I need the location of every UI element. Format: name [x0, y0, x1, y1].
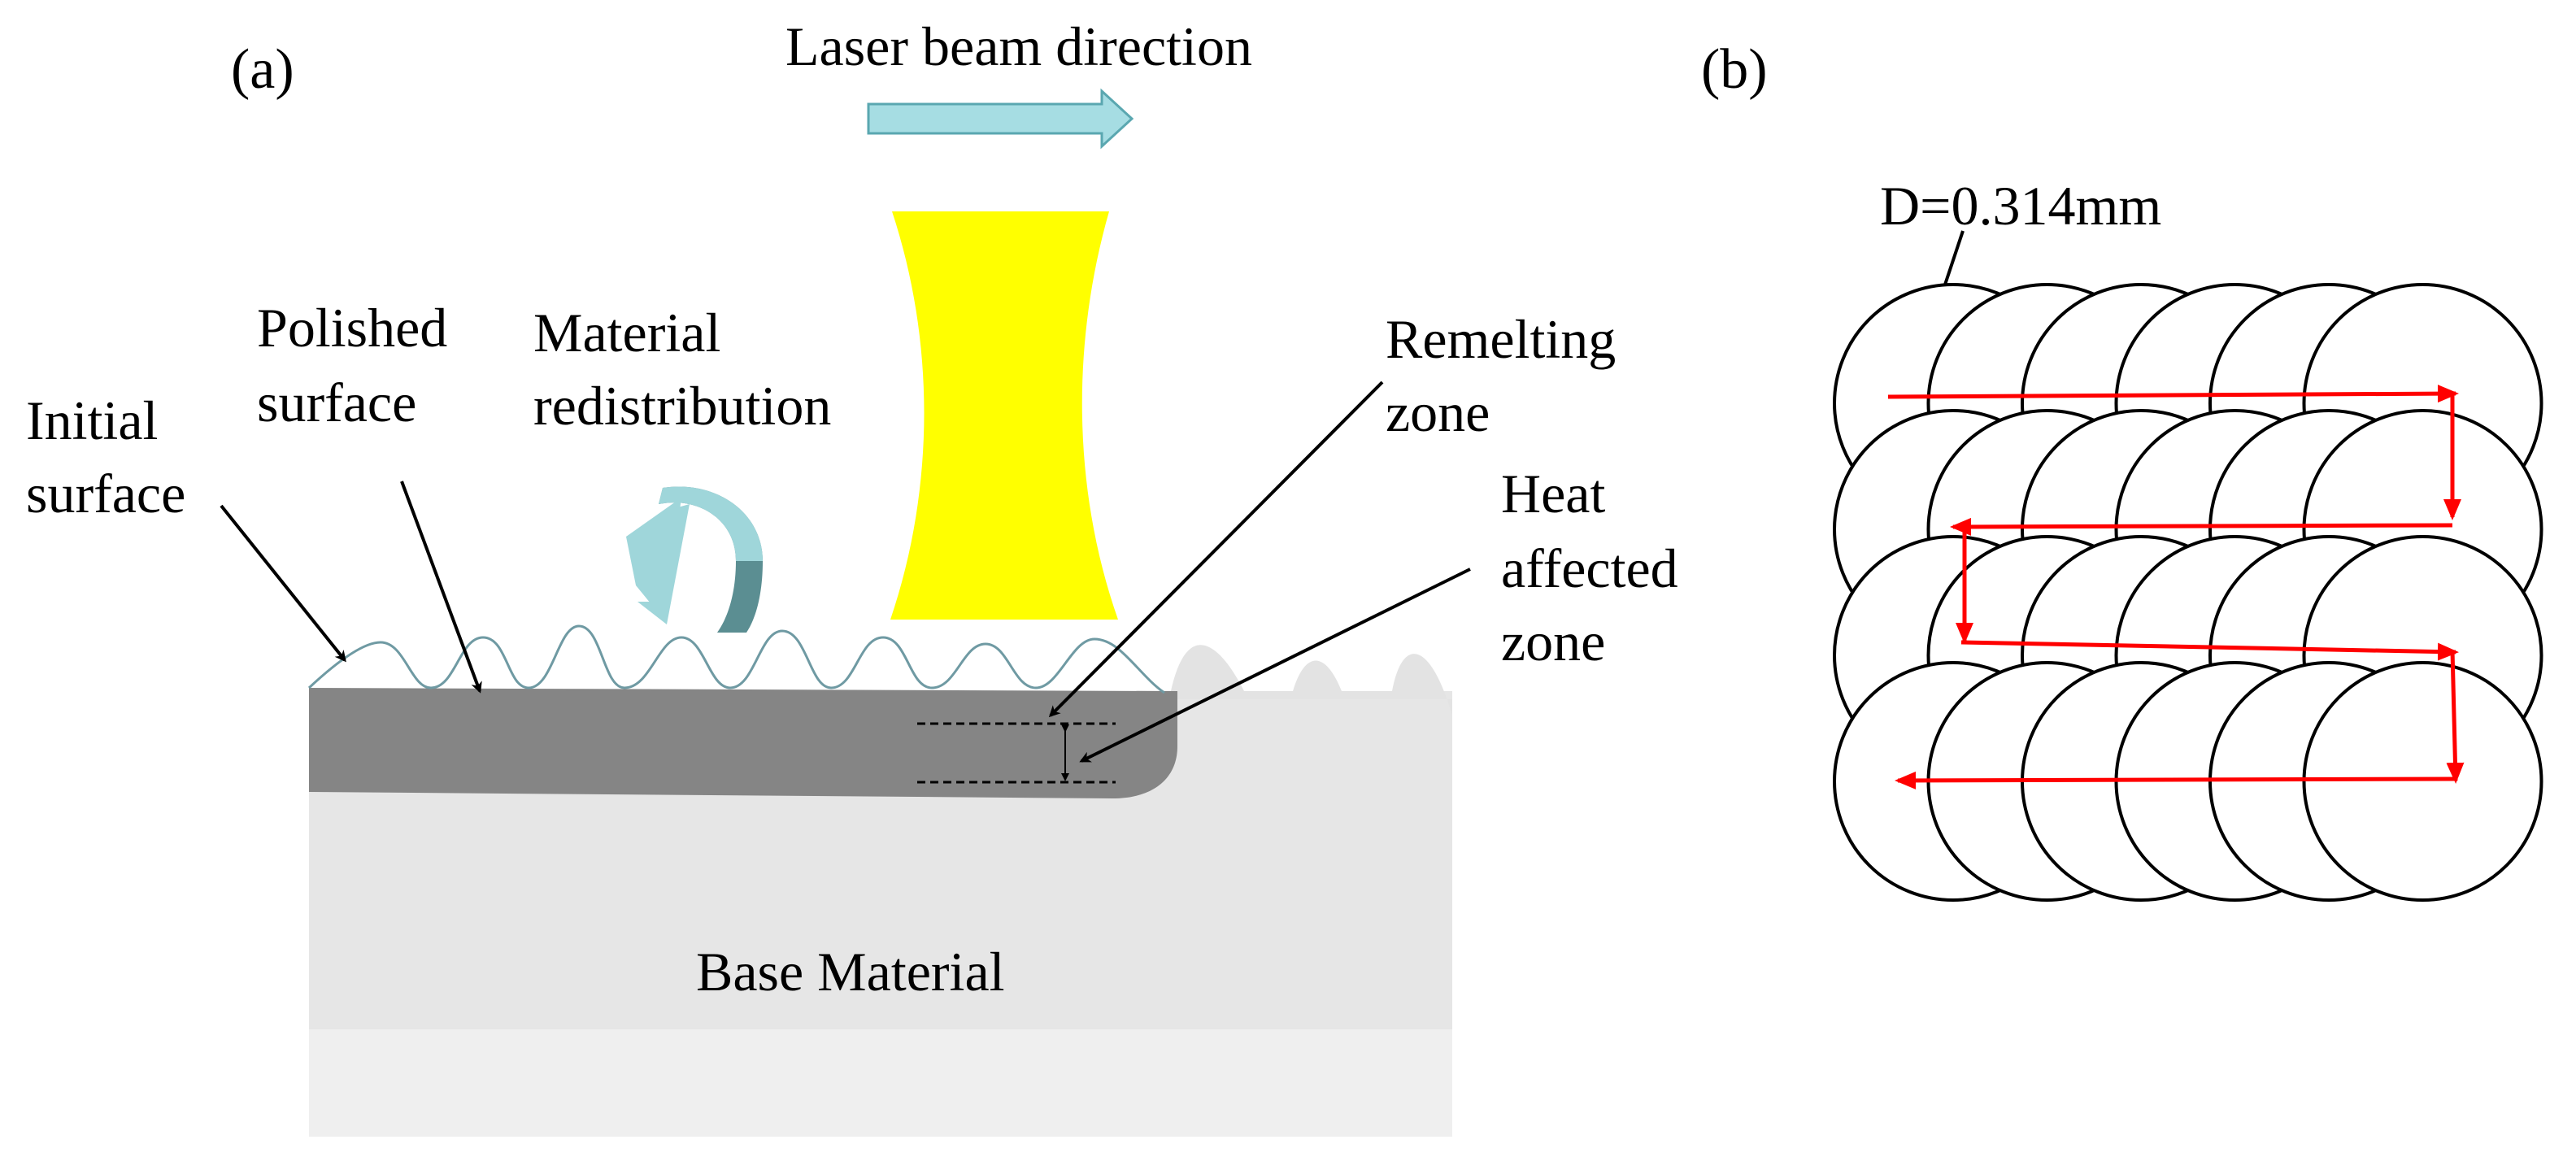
base-material-label: Base Material — [696, 941, 1005, 1003]
panel-a-label: (a) — [231, 38, 294, 101]
laser-spot-grid — [1833, 283, 2543, 902]
polished-surface-label-line2: surface — [257, 372, 416, 433]
panel-b: (b) D=0.314mm — [1701, 38, 2543, 902]
heat-affected-zone-label-line2: affected — [1501, 537, 1678, 599]
material-redistribution-label-line1: Material — [533, 302, 720, 363]
heat-affected-zone-leader — [1079, 568, 1471, 763]
panel-b-label: (b) — [1701, 38, 1768, 101]
scan-path-segment — [2446, 650, 2465, 784]
laser-beam — [890, 211, 1118, 620]
base-material-lower-band — [309, 1029, 1452, 1137]
initial-surface-leader — [220, 504, 346, 663]
initial-surface-label-line1: Initial — [26, 389, 158, 451]
scan-path-segment — [1895, 771, 2458, 789]
scan-path-segment — [1887, 385, 2459, 403]
panel-a: (a) Laser beam direction Base Material I… — [26, 15, 1678, 1137]
laser-direction-arrow — [867, 88, 1134, 150]
polished-surface-label-line1: Polished — [257, 297, 447, 359]
polished-layer — [309, 688, 1177, 798]
material-redistribution-label-line2: redistribution — [533, 375, 831, 437]
initial-surface-wave — [307, 624, 1165, 694]
laser-direction-label: Laser beam direction — [785, 15, 1252, 77]
remelting-zone-leader — [1048, 381, 1384, 718]
scan-path — [1887, 385, 2465, 789]
remelting-zone-label-line1: Remelting — [1386, 308, 1616, 370]
polished-surface-leader — [400, 481, 482, 694]
diameter-label: D=0.314mm — [1880, 175, 2161, 237]
initial-surface-label-line2: surface — [26, 463, 185, 524]
scan-path-segment — [1950, 517, 2453, 536]
remelting-zone-label-line2: zone — [1386, 381, 1490, 443]
scan-path-segment — [1960, 640, 2459, 661]
laser-spot-circle — [2302, 661, 2543, 902]
unpolished-surface-bumps — [1171, 645, 1452, 716]
heat-affected-zone-label-line3: zone — [1501, 611, 1605, 672]
heat-affected-zone-label-line1: Heat — [1501, 463, 1605, 524]
material-redistribution-arrow — [626, 486, 763, 633]
